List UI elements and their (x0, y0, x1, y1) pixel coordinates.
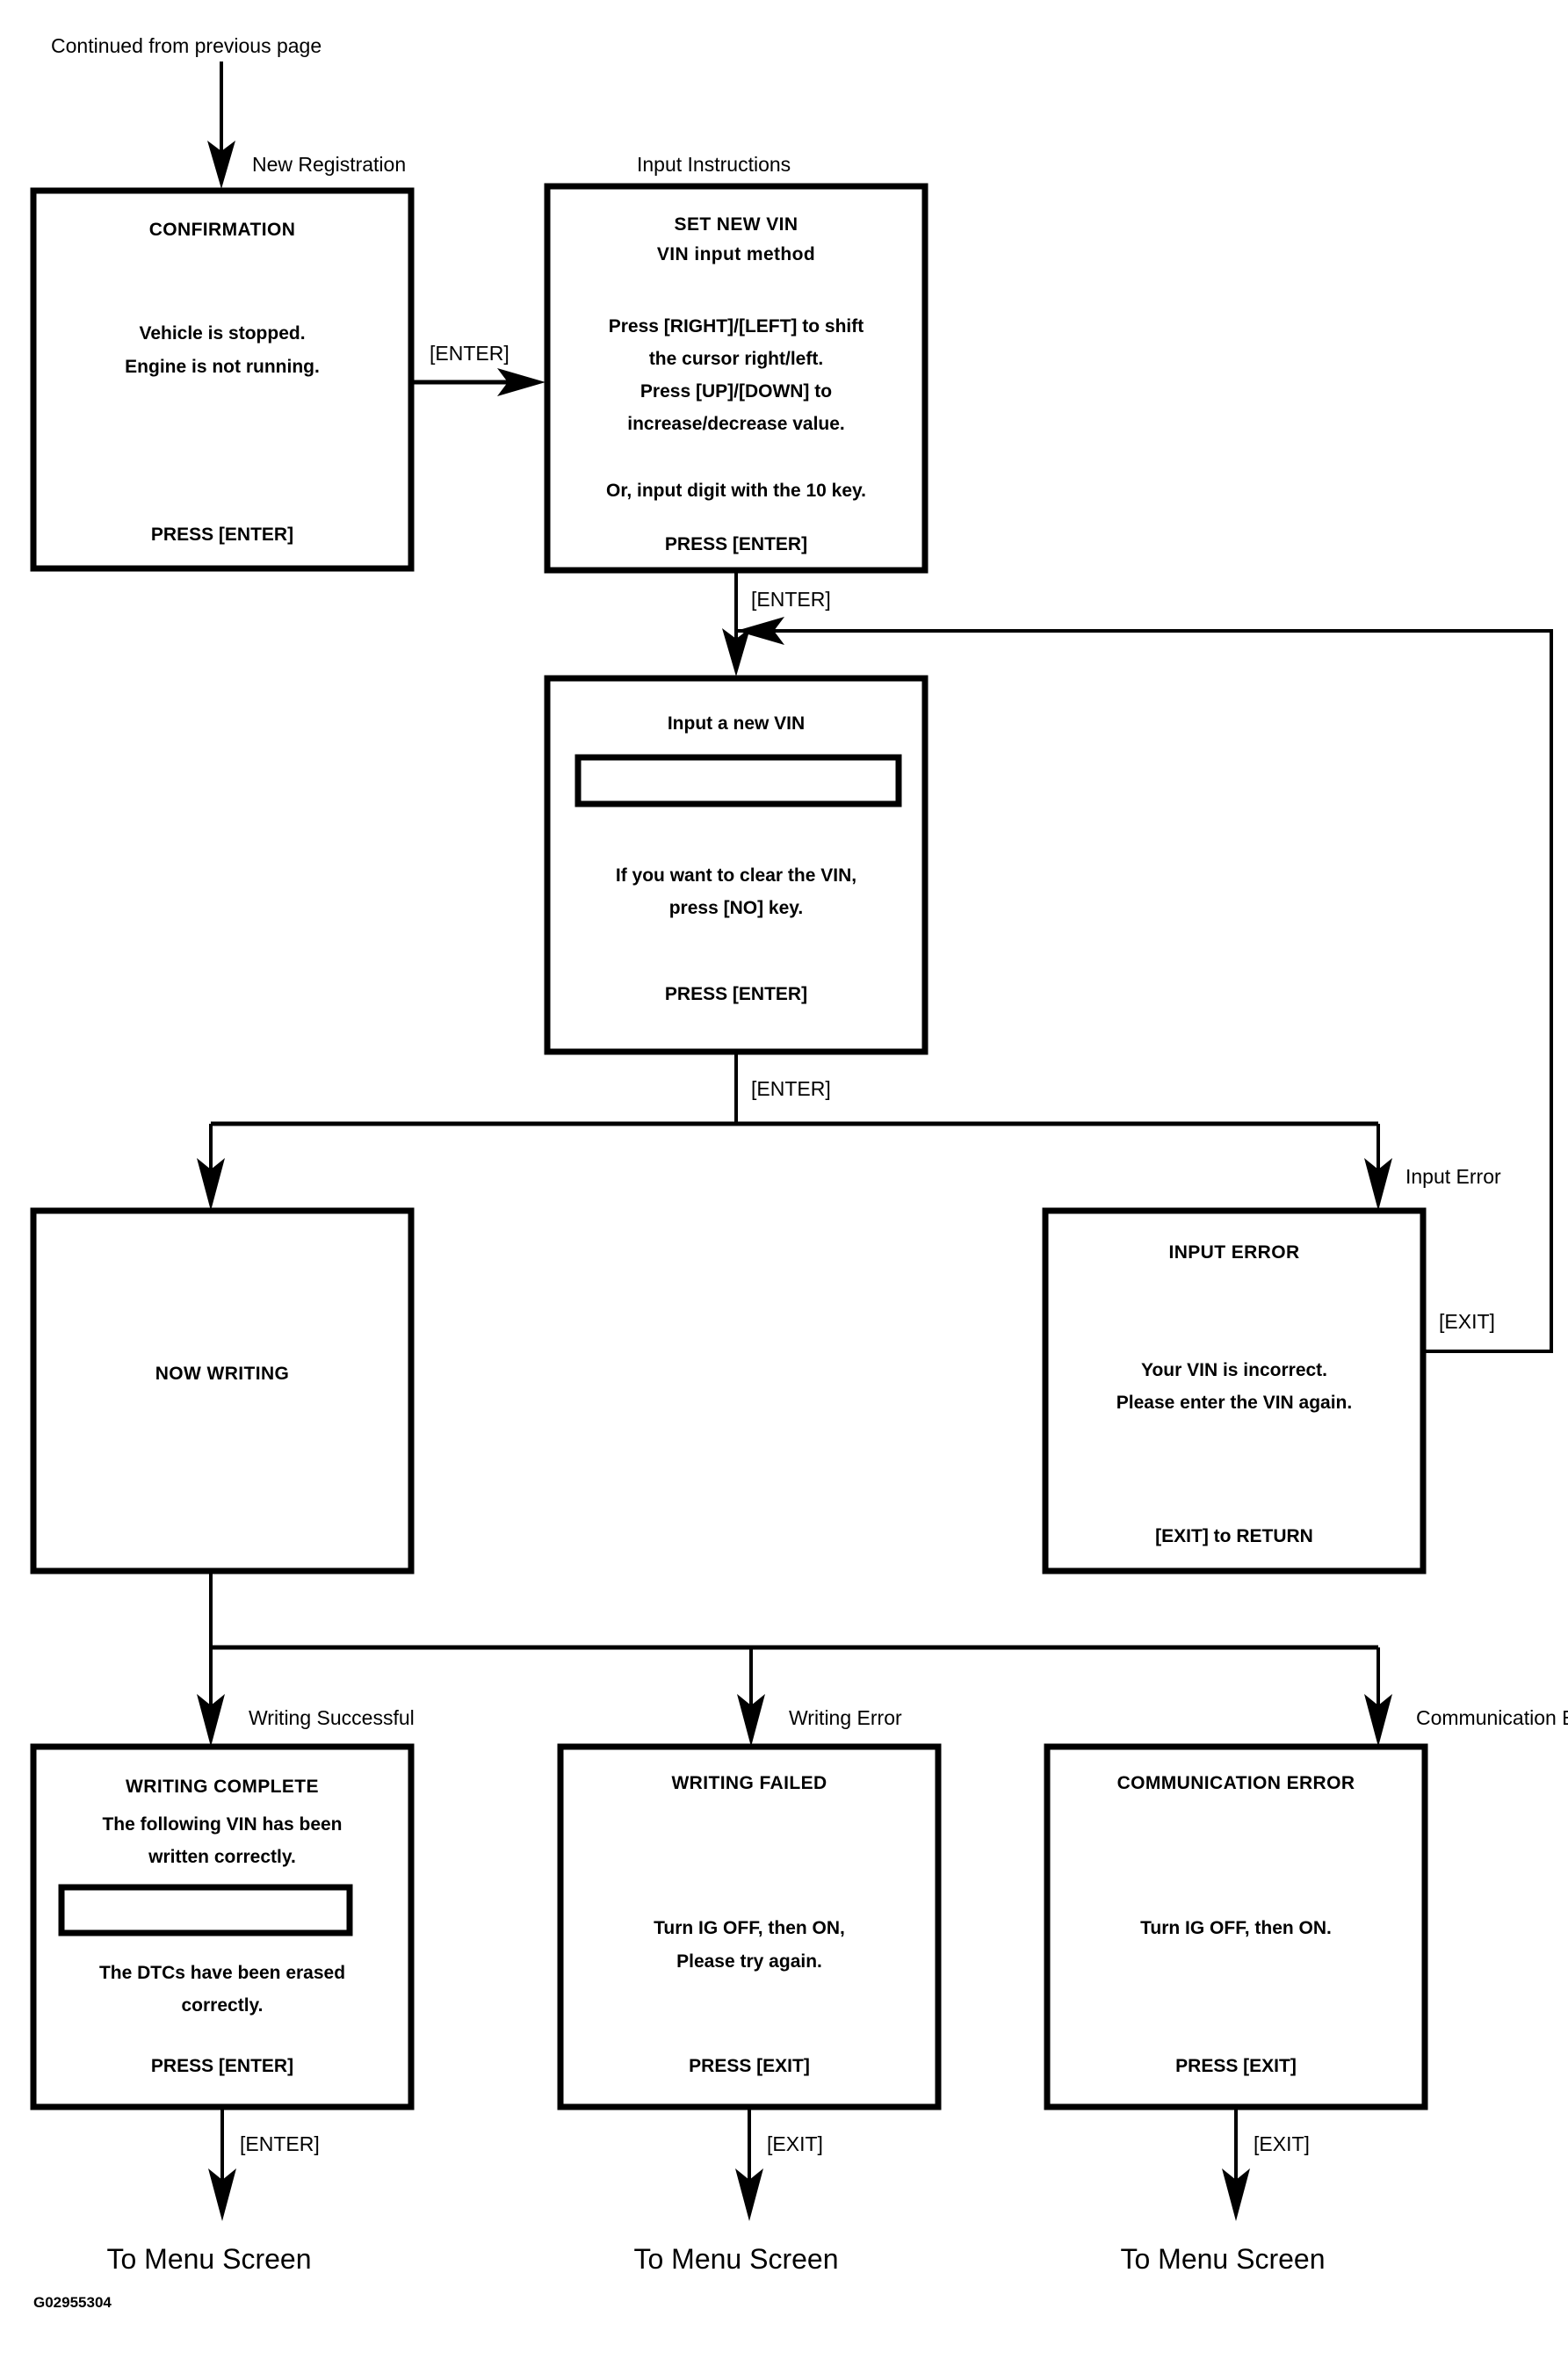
now-writing-title: NOW WRITING (155, 1364, 290, 1384)
edge-label-exit-menu-2: [EXIT] (1254, 2132, 1310, 2155)
confirmation-title: CONFIRMATION (149, 220, 296, 240)
writing-complete-footer: PRESS [ENTER] (151, 2056, 293, 2076)
arrowhead-writing-error (737, 1694, 765, 1747)
confirmation-body-line-2: Engine is not running. (125, 357, 320, 377)
setvin-body-line-4: increase/decrease value. (627, 414, 845, 434)
inputvin-footer: PRESS [ENTER] (665, 984, 807, 1004)
communication-error-body-line-1: Turn IG OFF, then ON. (1140, 1918, 1332, 1938)
arrowhead-setvin-to-inputvin (722, 628, 750, 677)
input-error-title: INPUT ERROR (1168, 1242, 1299, 1263)
writing-complete-vin-field[interactable] (58, 1884, 353, 1936)
writing-failed-footer: PRESS [EXIT] (689, 2056, 810, 2076)
writing-complete-body2-line-2: correctly. (182, 1995, 264, 2016)
edge-label-exit-return: [EXIT] (1439, 1310, 1495, 1333)
edge-label-writing-successful: Writing Successful (249, 1706, 415, 1729)
figure-id-label: G02955304 (33, 2294, 112, 2311)
inputvin-value-field[interactable] (574, 754, 902, 807)
terminal-menu-3: To Menu Screen (1120, 2243, 1325, 2275)
entry-note: Continued from previous page (51, 34, 322, 57)
setvin-body-line-1: Press [RIGHT]/[LEFT] to shift (609, 316, 864, 337)
writing-complete-body-line-2: written correctly. (148, 1847, 296, 1867)
terminal-menu-2: To Menu Screen (633, 2243, 838, 2275)
arrowhead-input-error-return (736, 617, 784, 645)
input-error-body-line-2: Please enter the VIN again. (1116, 1393, 1352, 1413)
edge-label-new-registration: New Registration (252, 153, 406, 176)
edge-label-communication-error: Communication Error (1416, 1706, 1568, 1729)
setvin-title-line-1: SET NEW VIN (675, 214, 798, 235)
inputvin-title: Input a new VIN (668, 713, 805, 734)
setvin-title-line-2: VIN input method (657, 244, 815, 264)
screen-box-communication-error (1044, 1743, 1428, 2110)
edge-label-enter-2: [ENTER] (751, 588, 831, 611)
edge-label-input-instructions: Input Instructions (637, 153, 791, 176)
screen-box-confirmation (30, 187, 415, 572)
writing-complete-title: WRITING COMPLETE (126, 1777, 319, 1797)
edge-label-enter-menu: [ENTER] (240, 2132, 320, 2155)
input-error-body-line-1: Your VIN is incorrect. (1141, 1360, 1327, 1380)
arrowhead-to-now-writing (197, 1158, 225, 1211)
arrowhead-to-menu-2 (735, 2168, 763, 2221)
setvin-body-line-2: the cursor right/left. (649, 349, 823, 369)
inputvin-body-line-2: press [NO] key. (669, 898, 804, 918)
arrowhead-to-input-error (1364, 1158, 1392, 1211)
edge-label-writing-error: Writing Error (789, 1706, 902, 1729)
setvin-body-line-3: Press [UP]/[DOWN] to (640, 381, 832, 402)
arrowhead-confirmation-to-setvin (497, 368, 546, 396)
writing-complete-body-line-1: The following VIN has been (102, 1814, 342, 1835)
writing-complete-body2-line-1: The DTCs have been erased (99, 1963, 345, 1983)
writing-failed-title: WRITING FAILED (671, 1773, 827, 1793)
communication-error-title: COMMUNICATION ERROR (1117, 1773, 1355, 1793)
arrowhead-communication-error (1364, 1694, 1392, 1747)
arrowhead-to-menu-1 (208, 2168, 236, 2221)
communication-error-footer: PRESS [EXIT] (1175, 2056, 1297, 2076)
writing-failed-body-line-1: Turn IG OFF, then ON, (654, 1918, 845, 1938)
writing-failed-body-line-2: Please try again. (676, 1951, 822, 1972)
inputvin-body-line-1: If you want to clear the VIN, (616, 865, 856, 886)
setvin-body2: Or, input digit with the 10 key. (606, 481, 866, 501)
screen-box-input-new-vin (544, 675, 929, 1055)
terminal-menu-1: To Menu Screen (106, 2243, 311, 2275)
connector-input-error-return (736, 629, 1553, 1353)
screen-box-set-new-vin (544, 183, 929, 574)
edge-label-input-error: Input Error (1405, 1165, 1501, 1188)
confirmation-footer: PRESS [ENTER] (151, 525, 293, 545)
screen-box-writing-failed (557, 1743, 942, 2110)
arrowhead-writing-successful (197, 1694, 225, 1747)
setvin-footer: PRESS [ENTER] (665, 534, 807, 554)
edge-label-enter-3: [ENTER] (751, 1077, 831, 1100)
confirmation-body-line-1: Vehicle is stopped. (139, 323, 305, 344)
arrowhead-to-menu-3 (1222, 2168, 1250, 2221)
edge-label-exit-menu-1: [EXIT] (767, 2132, 823, 2155)
screen-box-input-error (1042, 1207, 1427, 1574)
entry-arrowhead (207, 141, 235, 189)
screen-box-now-writing (30, 1207, 415, 1574)
edge-label-enter-1: [ENTER] (430, 342, 509, 365)
input-error-footer: [EXIT] to RETURN (1155, 1526, 1313, 1546)
